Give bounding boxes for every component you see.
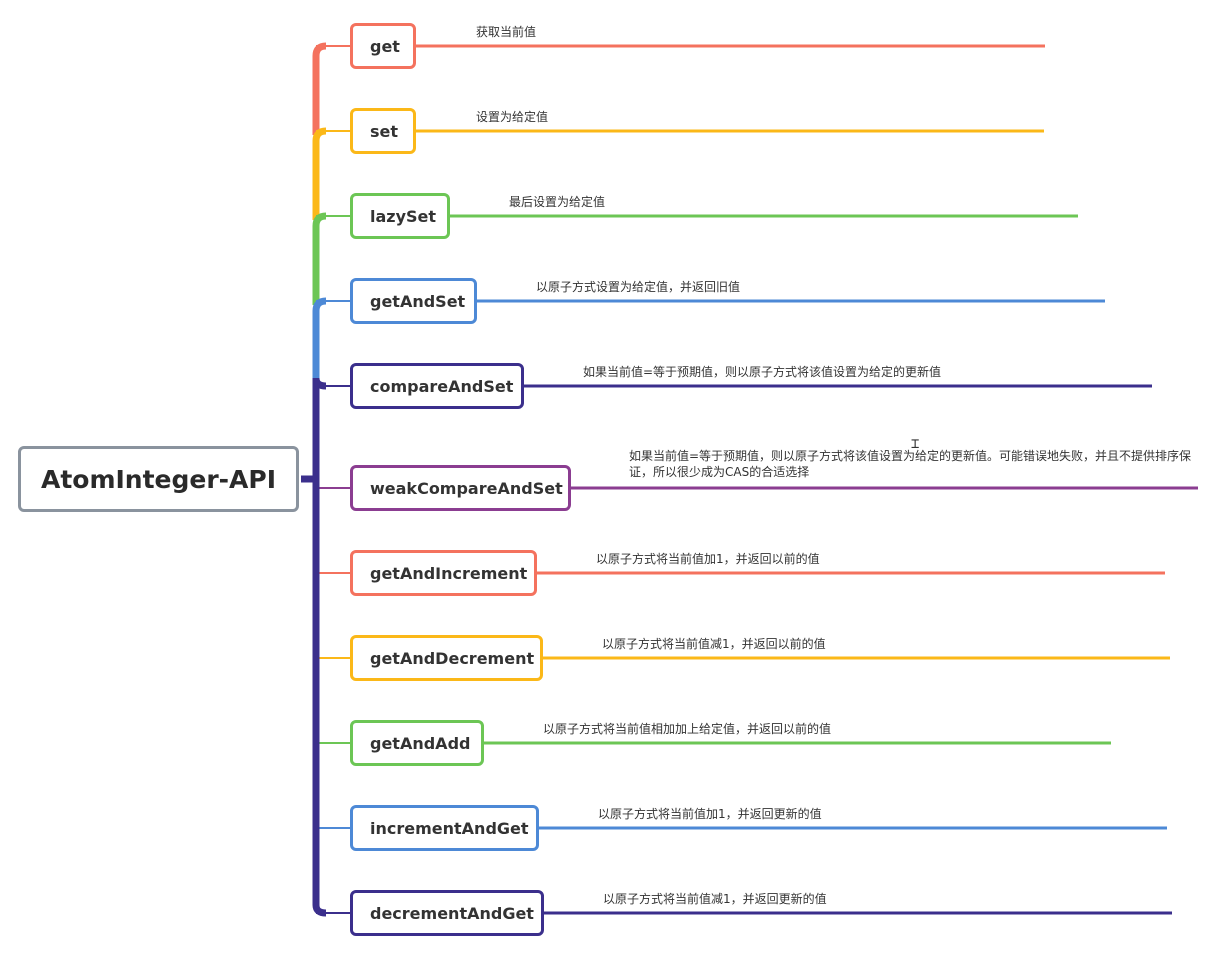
node-decrement-and-get[interactable]: decrementAndGet xyxy=(350,890,544,936)
node-get-and-add[interactable]: getAndAdd xyxy=(350,720,484,766)
desc-compare-and-set: 如果当前值=等于预期值，则以原子方式将该值设置为给定的更新值 xyxy=(583,365,942,379)
desc-get: 获取当前值 xyxy=(476,25,537,39)
desc-increment-and-get: 以原子方式将当前值加1，并返回更新的值 xyxy=(598,807,822,821)
trunk-segment-get xyxy=(312,42,327,135)
node-get[interactable]: get xyxy=(350,23,416,69)
desc-get-and-set: 以原子方式设置为给定值，并返回旧值 xyxy=(536,280,741,294)
node-increment-and-get[interactable]: incrementAndGet xyxy=(350,805,539,851)
node-set[interactable]: set xyxy=(350,108,416,154)
trunk-segment-set xyxy=(312,127,327,220)
desc-weak-compare-and-set: 如果当前值=等于预期值，则以原子方式将该值设置为给定的更新值。可能错误地失败，并… xyxy=(629,449,1192,479)
node-lazy-set[interactable]: lazySet xyxy=(350,193,450,239)
root-node[interactable]: AtomInteger-API xyxy=(18,446,299,512)
trunk-segment-lazy-set xyxy=(312,212,327,305)
desc-set: 设置为给定值 xyxy=(476,110,549,124)
node-get-and-increment[interactable]: getAndIncrement xyxy=(350,550,537,596)
desc-get-and-add: 以原子方式将当前值相加加上给定值，并返回以前的值 xyxy=(543,722,832,736)
trunk-segment-decrement-and-get xyxy=(312,479,327,917)
desc-get-and-increment: 以原子方式将当前值加1，并返回以前的值 xyxy=(596,552,820,566)
trunk-segment-compare-and-set xyxy=(312,377,327,479)
node-get-and-set[interactable]: getAndSet xyxy=(350,278,477,324)
desc-get-and-decrement: 以原子方式将当前值减1，并返回以前的值 xyxy=(602,637,826,651)
node-compare-and-set[interactable]: compareAndSet xyxy=(350,363,524,409)
text-cursor-icon: ⌶ xyxy=(911,436,920,452)
node-weak-compare-and-set[interactable]: weakCompareAndSet xyxy=(350,465,571,511)
desc-lazy-set: 最后设置为给定值 xyxy=(509,195,606,209)
desc-decrement-and-get: 以原子方式将当前值减1，并返回更新的值 xyxy=(603,892,827,906)
trunk-segment-get-and-set xyxy=(312,297,327,390)
node-get-and-decrement[interactable]: getAndDecrement xyxy=(350,635,543,681)
